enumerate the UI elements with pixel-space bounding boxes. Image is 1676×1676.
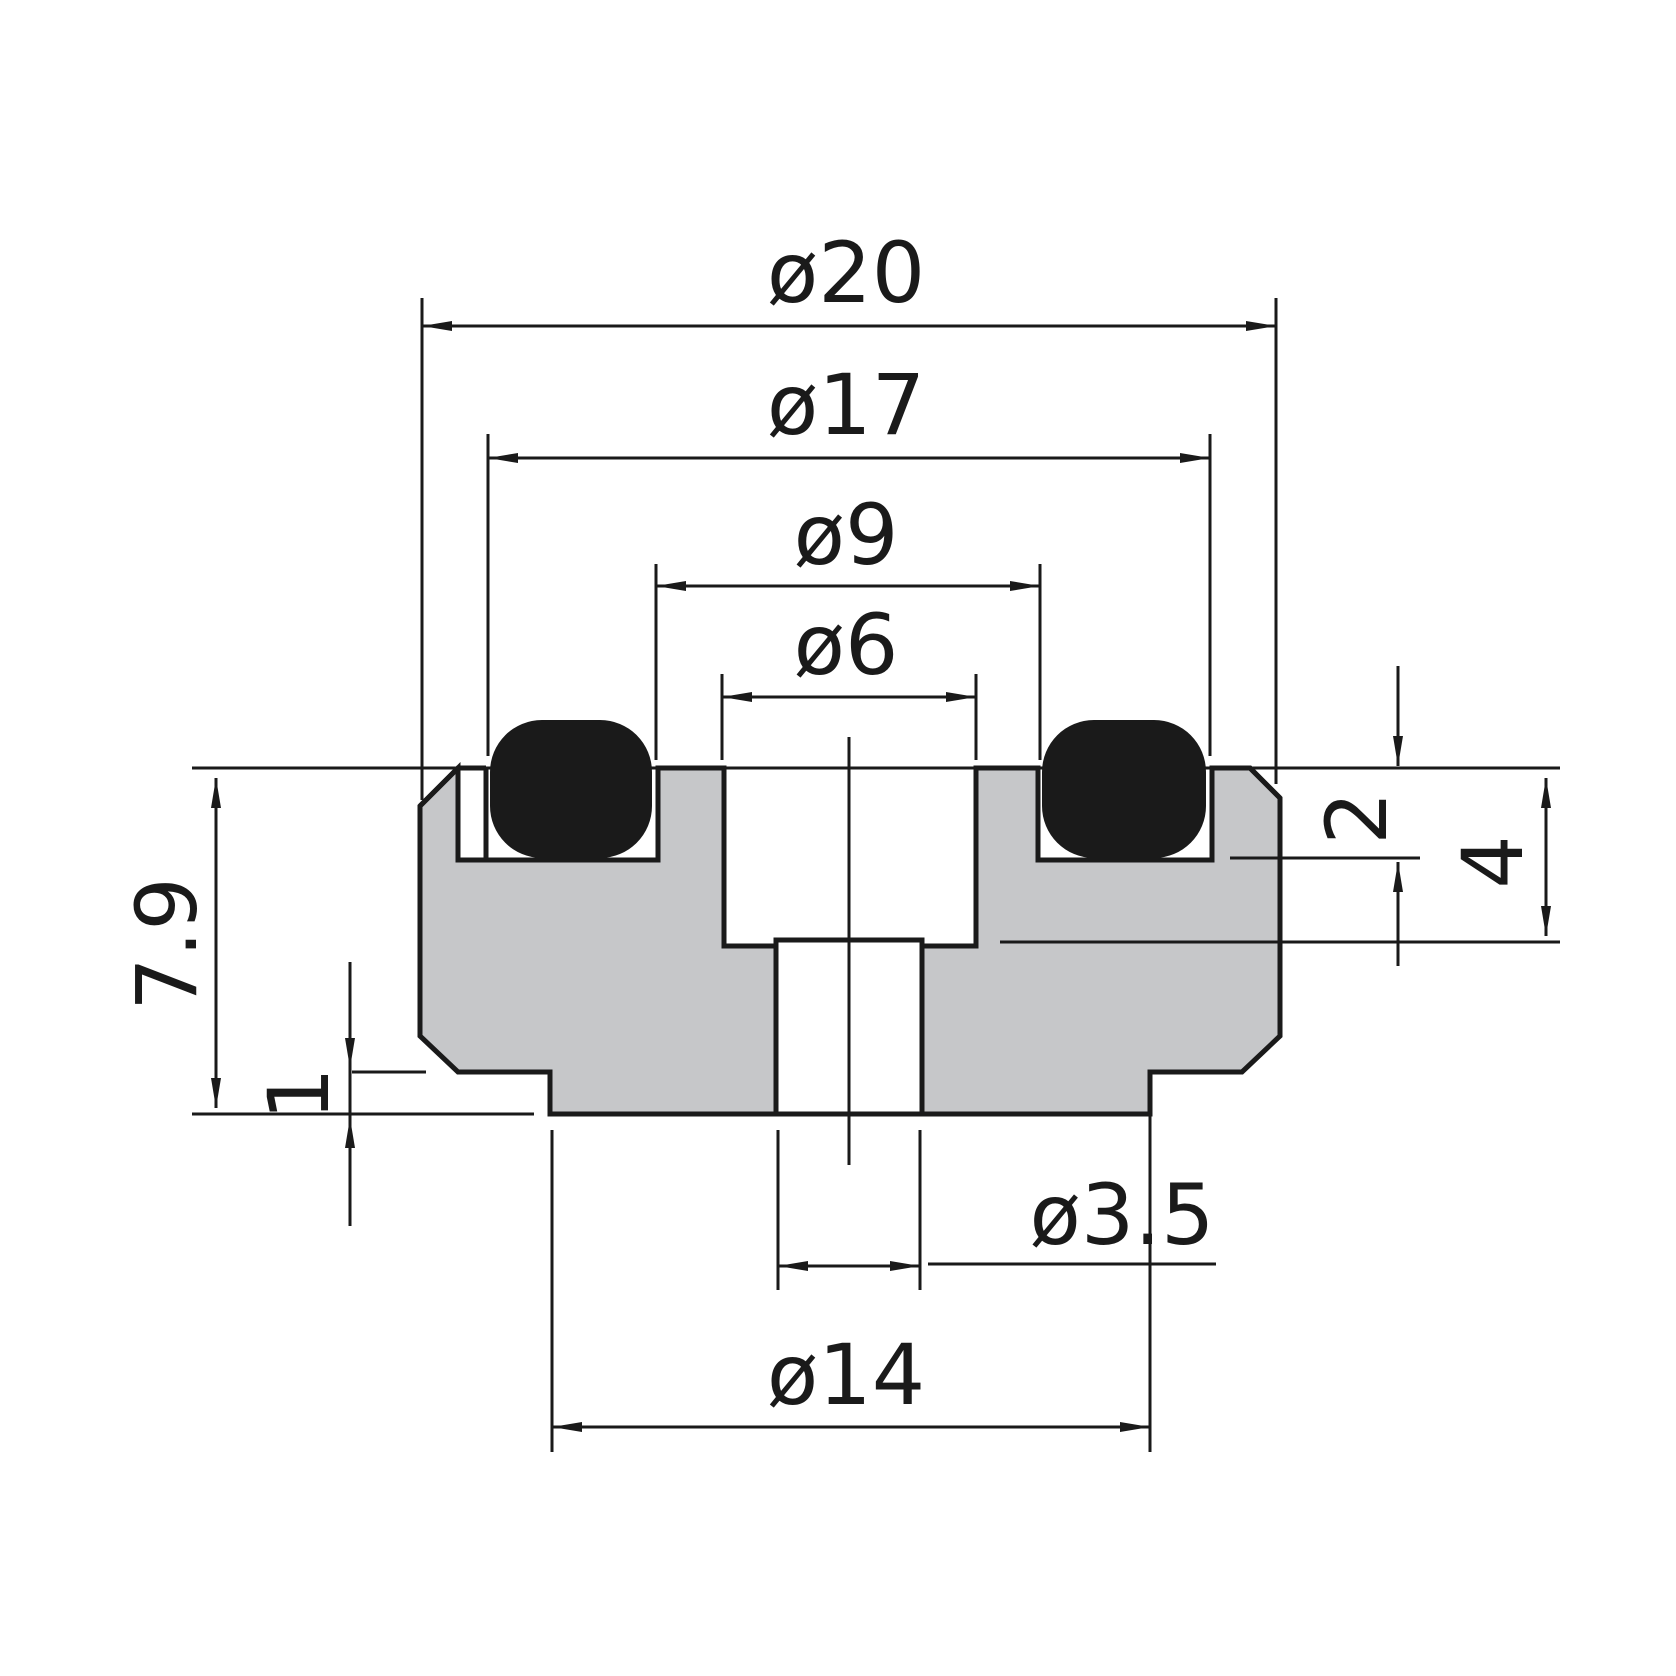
right-oring (1042, 720, 1206, 858)
dimension-lines (211, 321, 1551, 1432)
left-oring (490, 720, 652, 858)
dim-h1: 1 (250, 1067, 348, 1120)
dim-d20: ø20 (767, 224, 925, 322)
dim-h2: 2 (1308, 791, 1406, 844)
dim-d14: ø14 (767, 1326, 925, 1424)
dim-d17: ø17 (767, 356, 925, 454)
dim-h4: 4 (1444, 835, 1542, 888)
dim-d6: ø6 (794, 596, 899, 694)
dim-d3-5: ø3.5 (1030, 1166, 1215, 1264)
dim-d9: ø9 (794, 486, 899, 584)
dim-h7-9: 7.9 (118, 877, 216, 1011)
